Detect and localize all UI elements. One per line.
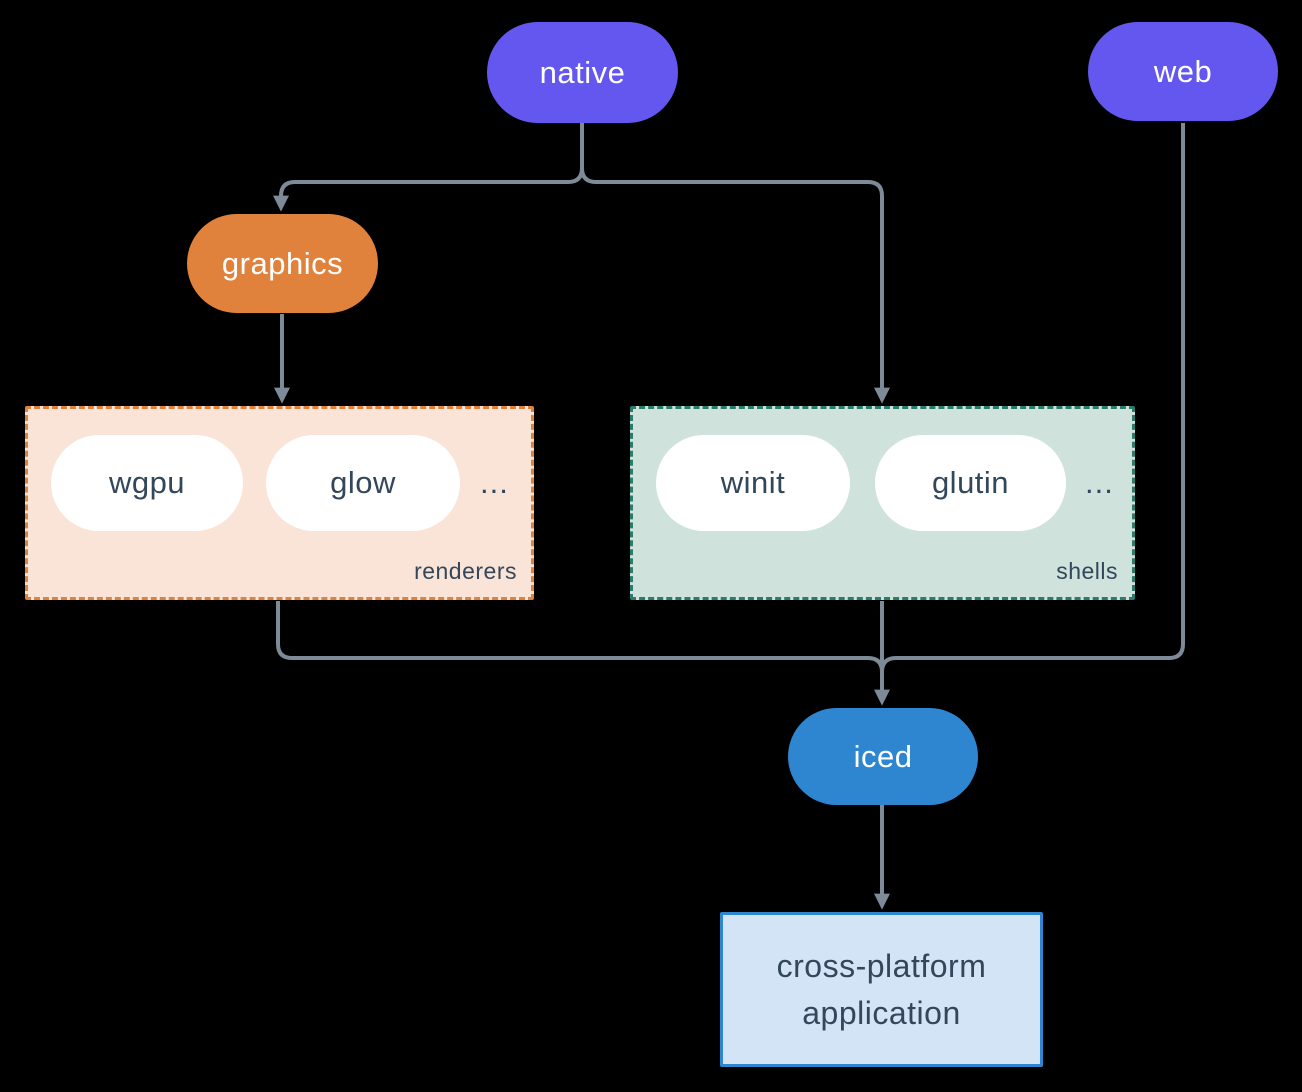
node-native-label: native (539, 54, 626, 90)
node-web-label: web (1153, 53, 1213, 89)
node-glow-label: glow (330, 465, 396, 500)
node-iced: iced (788, 708, 978, 805)
node-winit-label: winit (720, 465, 786, 500)
group-renderers: wgpu glow ... renderers (25, 406, 534, 600)
shells-ellipsis: ... (1085, 465, 1114, 500)
node-application-line1: cross-platform (776, 947, 987, 984)
node-winit: winit (656, 435, 850, 531)
node-glutin: glutin (875, 435, 1066, 531)
node-native: native (487, 22, 678, 123)
node-iced-label: iced (853, 738, 913, 774)
shells-group-label: shells (1056, 558, 1118, 584)
node-application: cross-platform application (720, 912, 1043, 1067)
node-wgpu: wgpu (51, 435, 243, 531)
renderers-group-label: renderers (414, 558, 517, 584)
group-shells: winit glutin ... shells (630, 406, 1135, 600)
edge-native-shells (580, 123, 890, 404)
edge-renderers-merge (276, 601, 884, 673)
node-web: web (1088, 22, 1278, 121)
renderers-ellipsis: ... (480, 465, 509, 500)
node-glow: glow (266, 435, 460, 531)
edge-native-graphics (273, 123, 584, 212)
node-glutin-label: glutin (931, 465, 1010, 500)
node-application-line2: application (802, 994, 961, 1031)
node-wgpu-label: wgpu (108, 465, 186, 500)
node-graphics: graphics (187, 214, 378, 313)
node-graphics-label: graphics (221, 245, 344, 281)
